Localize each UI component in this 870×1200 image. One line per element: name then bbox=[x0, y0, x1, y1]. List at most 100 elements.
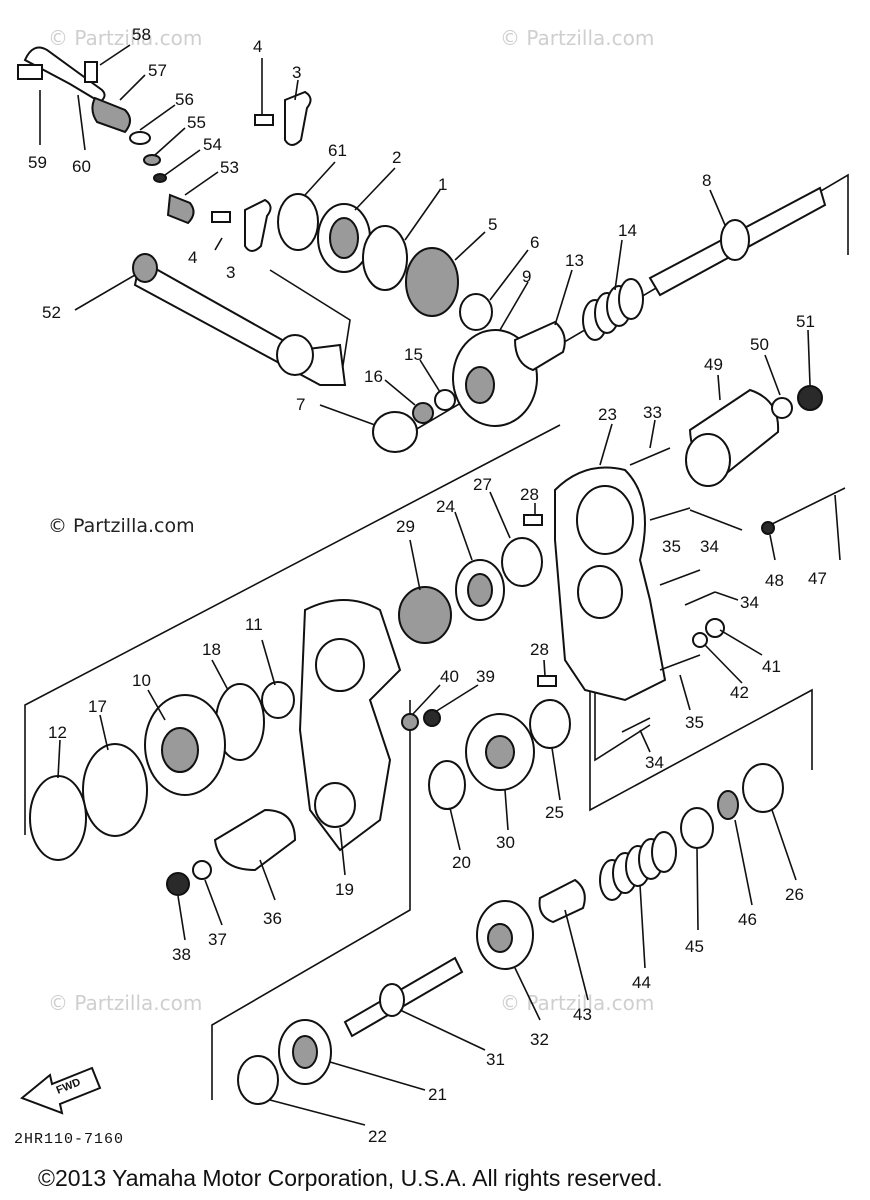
washer-part bbox=[692, 632, 708, 648]
callout-number: 4 bbox=[188, 248, 197, 267]
callout-number: 19 bbox=[335, 880, 354, 899]
callout-number: 35 bbox=[685, 713, 704, 732]
callout-number: 33 bbox=[643, 403, 662, 422]
callout-number: 9 bbox=[522, 267, 531, 286]
shift-arm-part bbox=[166, 193, 195, 225]
callout-number: 51 bbox=[796, 312, 815, 331]
cover-bore-part bbox=[576, 485, 634, 555]
callout-number: 58 bbox=[132, 25, 151, 44]
screw-part bbox=[211, 211, 231, 223]
shaft-collar-part bbox=[720, 219, 750, 261]
gear-part bbox=[132, 253, 158, 283]
yoke-spline-part bbox=[685, 433, 731, 487]
callout-number: 2 bbox=[392, 148, 401, 167]
gear-hub-part bbox=[485, 735, 515, 769]
callout-number: 21 bbox=[428, 1085, 447, 1104]
plate-part bbox=[284, 90, 312, 146]
callout-number: 28 bbox=[530, 640, 549, 659]
nut-part bbox=[761, 521, 775, 535]
copyright-notice: ©2013 Yamaha Motor Corporation, U.S.A. A… bbox=[38, 1165, 663, 1191]
oring-part bbox=[129, 131, 151, 145]
callout-number: 34 bbox=[645, 753, 664, 772]
callout-number: 17 bbox=[88, 697, 107, 716]
callout-number: 55 bbox=[187, 113, 206, 132]
dowel-part bbox=[523, 514, 543, 526]
plate-part bbox=[244, 198, 272, 252]
gear-part bbox=[398, 586, 452, 644]
gasket-part bbox=[82, 743, 148, 837]
bearing-inner-part bbox=[467, 573, 493, 607]
callout-number: 46 bbox=[738, 910, 757, 929]
callout-number: 11 bbox=[245, 615, 263, 634]
screw-part bbox=[84, 61, 98, 83]
bearing-housing-inner-part bbox=[161, 727, 199, 773]
callout-number: 50 bbox=[750, 335, 769, 354]
bearing-part bbox=[372, 411, 418, 453]
washer-part bbox=[717, 790, 739, 820]
callout-number: 52 bbox=[42, 303, 61, 322]
callout-number: 45 bbox=[685, 937, 704, 956]
nut-part bbox=[797, 385, 823, 411]
callout-number: 16 bbox=[364, 367, 383, 386]
main-shaft-part bbox=[133, 258, 347, 386]
callout-number: 61 bbox=[328, 141, 347, 160]
shift-shaft-part bbox=[91, 96, 131, 134]
washer-part bbox=[412, 402, 434, 424]
callout-number: 34 bbox=[700, 537, 719, 556]
callout-number: 3 bbox=[226, 263, 235, 282]
callout-number: 48 bbox=[765, 571, 784, 590]
case-bore-part bbox=[314, 782, 356, 828]
bushing-part bbox=[401, 713, 419, 731]
nut-part bbox=[153, 173, 167, 183]
callout-number: 7 bbox=[296, 395, 305, 414]
nut-part bbox=[459, 293, 493, 331]
callout-number: 13 bbox=[565, 251, 584, 270]
collar-part bbox=[680, 807, 714, 849]
bearing-part bbox=[742, 763, 784, 813]
bearing-part bbox=[428, 760, 466, 810]
nut-part bbox=[166, 872, 190, 896]
callout-number: 60 bbox=[72, 157, 91, 176]
bearing-inner-part bbox=[329, 217, 359, 259]
callout-number: 5 bbox=[488, 215, 497, 234]
callout-number: 15 bbox=[404, 345, 423, 364]
washer-part bbox=[771, 397, 793, 419]
callout-number: 49 bbox=[704, 355, 723, 374]
clutch-dog-part bbox=[513, 320, 566, 372]
callout-number: 20 bbox=[452, 853, 471, 872]
shim-part bbox=[277, 193, 319, 251]
callout-number: 40 bbox=[440, 667, 459, 686]
clutch-dog-part bbox=[538, 878, 586, 924]
callout-number: 38 bbox=[172, 945, 191, 964]
callout-number: 56 bbox=[175, 90, 194, 109]
bolt-head-part bbox=[705, 618, 725, 638]
callout-number: 37 bbox=[208, 930, 227, 949]
bevel-gear-part bbox=[405, 247, 459, 317]
bearing-inner-part bbox=[292, 1035, 318, 1069]
callout-number: 53 bbox=[220, 158, 239, 177]
watermark: © Partzilla.com bbox=[48, 26, 202, 50]
callout-number: 25 bbox=[545, 803, 564, 822]
forward-arrow: FWD bbox=[20, 1066, 102, 1115]
callout-number: 57 bbox=[148, 61, 167, 80]
callout-number: 22 bbox=[368, 1127, 387, 1146]
cover-bore-part bbox=[577, 565, 623, 619]
callout-number: 10 bbox=[132, 671, 151, 690]
callout-number: 28 bbox=[520, 485, 539, 504]
watermark: © Partzilla.com bbox=[500, 991, 654, 1015]
gear-hub-part bbox=[487, 923, 513, 953]
callout-number: 6 bbox=[530, 233, 539, 252]
ring-part bbox=[434, 389, 456, 411]
callout-number: 12 bbox=[48, 723, 67, 742]
callout-number: 4 bbox=[253, 37, 262, 56]
callout-number: 41 bbox=[762, 657, 781, 676]
oil-seal-part bbox=[501, 537, 543, 587]
callout-number: 8 bbox=[702, 171, 711, 190]
diagram-code: 2HR110-7160 bbox=[14, 1131, 124, 1148]
spacer-part bbox=[261, 681, 295, 719]
leader-lines bbox=[39, 44, 841, 1126]
bearing-part bbox=[237, 1055, 279, 1105]
callout-number: 43 bbox=[573, 1005, 592, 1024]
case-bore-part bbox=[315, 638, 365, 692]
